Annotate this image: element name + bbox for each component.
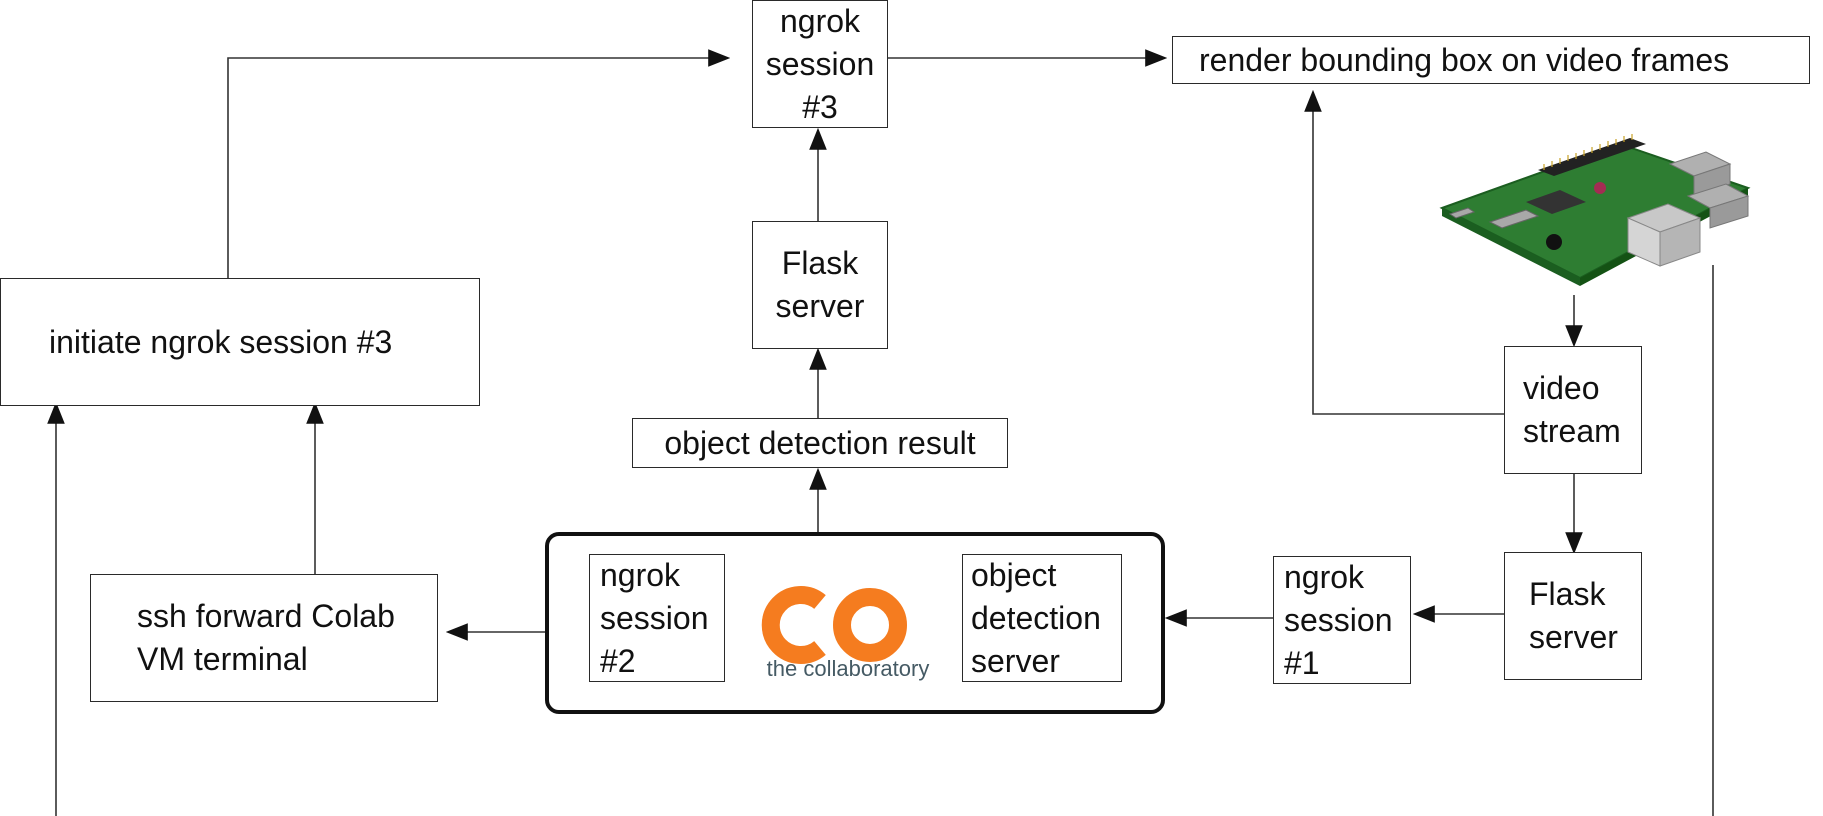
object-detection-server-label: object detection server	[971, 556, 1101, 679]
flask-server-top-label: Flask server	[775, 245, 865, 324]
render-bounding-box-label: render bounding box on video frames	[1199, 41, 1730, 78]
initiate-ngrok-label: initiate ngrok session #3	[49, 323, 393, 360]
ngrok-session-3-label: ngrok session #3	[765, 2, 875, 125]
initiate-ngrok-box: initiate ngrok session #3	[0, 278, 480, 406]
raspberry-pi-board-icon	[1430, 130, 1760, 305]
colab-logo: the collaboratory	[748, 580, 948, 681]
ngrok-session-2-label: ngrok session #2	[600, 556, 709, 679]
edge-pi-to-initiate	[47, 265, 1714, 816]
flask-server-right-box: Flask server	[1504, 552, 1642, 680]
edge-video-to-render	[1304, 89, 1504, 415]
video-stream-box: video stream	[1504, 346, 1642, 474]
ssh-forward-box: ssh forward Colab VM terminal	[90, 574, 438, 702]
object-detection-result-label: object detection result	[664, 424, 976, 461]
ngrok-session-3-box: ngrok session #3	[752, 0, 888, 128]
ngrok-session-1-box: ngrok session #1	[1273, 556, 1411, 684]
object-detection-result-box: object detection result	[632, 418, 1008, 468]
flask-server-top-box: Flask server	[752, 221, 888, 349]
render-bounding-box-box: render bounding box on video frames	[1172, 36, 1810, 84]
video-stream-label: video stream	[1523, 370, 1621, 449]
flask-server-right-label: Flask server	[1529, 576, 1618, 655]
object-detection-server-box: object detection server	[962, 554, 1122, 682]
colab-logo-mark-icon	[761, 586, 907, 664]
edge-initiate-to-ngrok3	[227, 49, 731, 278]
colab-logo-caption: the collaboratory	[766, 656, 930, 681]
ngrok-session-2-box: ngrok session #2	[589, 554, 725, 682]
ssh-forward-label: ssh forward Colab VM terminal	[137, 598, 395, 677]
ngrok-session-1-label: ngrok session #1	[1284, 558, 1393, 681]
